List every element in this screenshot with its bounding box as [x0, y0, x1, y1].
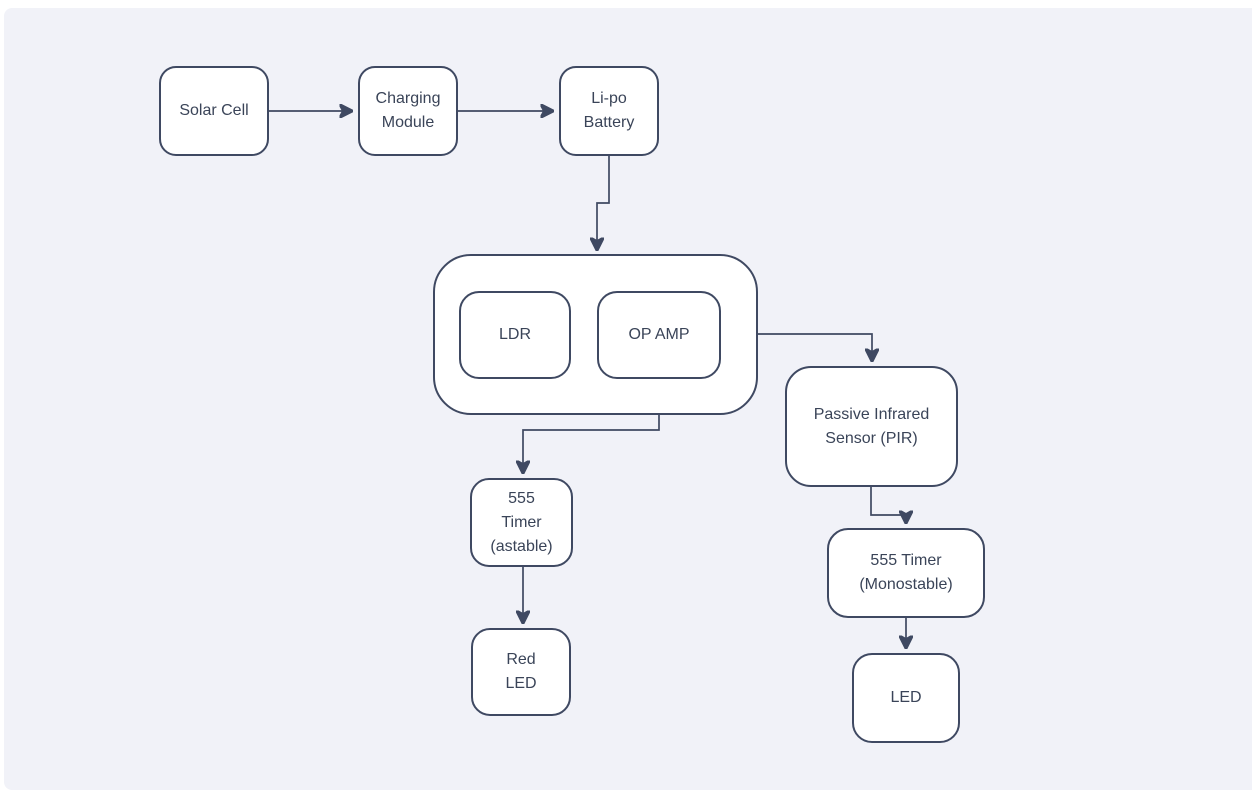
node-red-led[interactable]: Red LED [471, 628, 571, 716]
node-lipo-battery[interactable]: Li-po Battery [559, 66, 659, 156]
edge-opamp-to-pir [721, 333, 872, 360]
node-charging-module[interactable]: Charging Module [358, 66, 458, 156]
node-555-timer-monostable[interactable]: 555 Timer (Monostable) [827, 528, 985, 618]
node-label: LED [890, 689, 922, 706]
node-label: LED [505, 675, 537, 692]
node-label: OP AMP [628, 326, 690, 343]
node-label: (Monostable) [859, 576, 953, 593]
edge-pir-to-timer-monostable [870, 487, 906, 522]
node-label: LDR [498, 326, 531, 343]
node-label: Sensor (PIR) [825, 429, 918, 447]
node-label: Battery [583, 114, 635, 131]
node-op-amp[interactable]: OP AMP [597, 291, 721, 379]
node-label: Li-po [591, 90, 627, 107]
node-led[interactable]: LED [852, 653, 960, 743]
node-passive-infrared-sensor[interactable]: Passive Infrared Sensor (PIR) [785, 366, 958, 487]
node-ldr[interactable]: LDR [459, 291, 571, 379]
node-label: Timer [501, 513, 542, 531]
node-label: Charging [375, 90, 441, 107]
node-label: (astable) [490, 537, 553, 555]
node-label: Solar Cell [179, 102, 249, 119]
node-label: 555 [508, 489, 535, 507]
node-solar-cell[interactable]: Solar Cell [159, 66, 269, 156]
node-label: Passive Infrared [813, 405, 930, 423]
edge-lipo-to-sensor-group [597, 156, 610, 249]
node-label: Red [506, 651, 536, 668]
node-555-timer-astable[interactable]: 555 Timer (astable) [470, 478, 573, 567]
node-label: 555 Timer [870, 552, 942, 569]
node-label: Module [381, 114, 435, 131]
